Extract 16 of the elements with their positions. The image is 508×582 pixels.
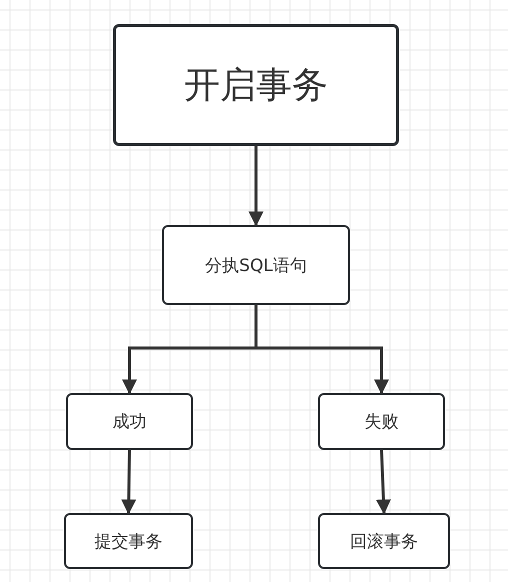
arrow: [248, 146, 264, 226]
node-label: 成功: [112, 411, 146, 433]
arrow: [254, 305, 389, 394]
process-box: [318, 393, 445, 450]
node-label: 提交事务: [94, 530, 162, 552]
node-label: 分执SQL语句: [205, 254, 307, 276]
process-box: [162, 225, 350, 305]
node-label: 回滚事务: [350, 530, 418, 552]
node-label: 开启事务: [184, 64, 328, 108]
arrow: [376, 450, 391, 514]
process-box: [64, 513, 193, 569]
process-box: [66, 393, 193, 450]
process-box: [318, 513, 450, 569]
node-label: 失败: [364, 411, 398, 433]
arrow: [121, 450, 136, 514]
process-box: [113, 24, 399, 146]
